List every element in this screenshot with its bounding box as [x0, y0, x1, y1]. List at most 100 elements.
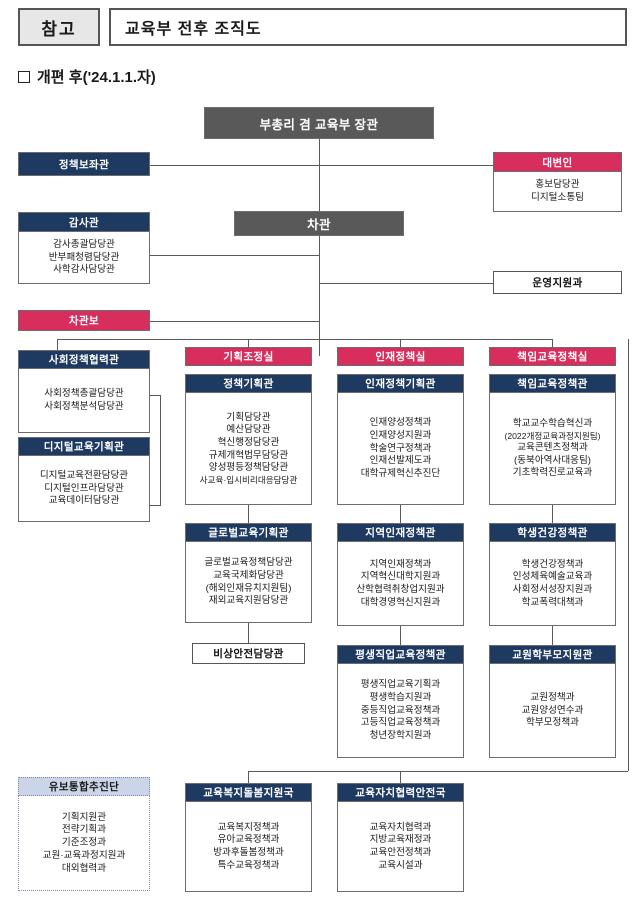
list-item: 교원정책과: [530, 691, 575, 703]
node-responsible-policy[interactable]: 책임교육정책관 학교교수학습혁신과 (2022개정교육과정지원팀) 교육콘텐츠정…: [489, 374, 616, 505]
node-vice-minister[interactable]: 차관: [234, 211, 404, 236]
node-operation-support[interactable]: 운영지원과: [493, 271, 622, 294]
reference-header: 참고 교육부 전후 조직도: [18, 8, 627, 46]
connector-bottom-bus: [248, 771, 628, 772]
node-minister[interactable]: 부총리 겸 교육부 장관: [204, 107, 434, 139]
node-global-education-title: 글로벌교육기획관: [185, 523, 312, 542]
node-talent-planning-items: 인재양성정책과 인재양성지원과 학술연구정책과 인재선발제도과 대학규제혁신추진…: [337, 393, 464, 505]
node-student-health-items: 학생건강정책과 인성체육예술교육과 사회정서성장지원과 학교폭력대책과: [489, 542, 616, 626]
node-yubo-integration-title: 유보통합추진단: [18, 777, 150, 796]
list-item: 규제개혁법무담당관: [208, 449, 289, 461]
list-item: 디지털인프라담당관: [44, 482, 124, 494]
node-responsible-office[interactable]: 책임교육정책실: [489, 347, 616, 366]
node-regional-talent-title: 지역인재정책관: [337, 523, 464, 542]
node-yubo-integration[interactable]: 유보통합추진단 기획지원관 전략기획과 기준조정과 교원·교육과정지원과 대외협…: [18, 777, 150, 891]
node-lifelong-vocational-items: 평생직업교육기획과 평생학습지원과 중등직업교육정책과 고등직업교육정책과 청년…: [337, 664, 464, 758]
connector-drop-social: [57, 339, 58, 350]
list-item: 인재양성정책과: [369, 417, 432, 429]
connector-talent-spine-1: [400, 505, 401, 523]
node-planning-office-title: 기획조정실: [185, 347, 312, 366]
node-talent-office-title: 인재정책실: [337, 347, 464, 366]
connector-drop-talent: [400, 339, 401, 350]
document-title: 교육부 전후 조직도: [109, 8, 627, 46]
list-item: 양성평등정책담당관: [208, 462, 289, 474]
node-policy-planning[interactable]: 정책기획관 기획담당관 예산담당관 혁신행정담당관 규제개혁법무담당관 양성평등…: [185, 374, 312, 505]
node-planning-office[interactable]: 기획조정실: [185, 347, 312, 366]
list-item: 학부모정책과: [526, 717, 579, 729]
connector-vice-trunk: [319, 236, 320, 356]
list-item: 학교폭력대책과: [521, 596, 584, 608]
node-lifelong-vocational[interactable]: 평생직업교육정책관 평생직업교육기획과 평생학습지원과 중등직업교육정책과 고등…: [337, 645, 464, 758]
list-item: 기획담당관: [226, 411, 271, 423]
list-item: 인성체육예술교육과: [512, 571, 593, 583]
list-item: (동북아역사대응팀): [514, 454, 591, 466]
list-item: 재외교육지원담당관: [208, 595, 289, 607]
node-deputy-minister[interactable]: 차관보: [18, 310, 150, 331]
node-policy-aide-title: 정책보좌관: [18, 152, 150, 176]
list-item: 지역인재정책과: [369, 558, 432, 570]
list-item: 기준조정과: [61, 837, 107, 849]
node-responsible-policy-items: 학교교수학습혁신과 (2022개정교육과정지원팀) 교육콘텐츠정책과 (동북아역…: [489, 393, 616, 505]
node-social-policy[interactable]: 사회정책협력관 사회정책총괄담당관 사회정책분석담당관: [18, 350, 150, 433]
list-item: 인재선발제도과: [369, 455, 432, 467]
node-audit[interactable]: 감사관 감사총괄담당관 반부패청렴담당관 사학감사담당관: [18, 212, 150, 284]
node-emergency-safety[interactable]: 비상안전담당관: [192, 643, 305, 664]
list-item: 특수교육정책과: [217, 859, 280, 871]
node-responsible-office-title: 책임교육정책실: [489, 347, 616, 366]
node-global-education[interactable]: 글로벌교육기획관 글로벌교육정책담당관 교육국제화담당관 (해외인재유치지원팀)…: [185, 523, 312, 623]
connector-social-stub: [150, 395, 161, 396]
node-digital-education[interactable]: 디지털교육기획관 디지털교육전환담당관 디지털인프라담당관 교육데이터담당관: [18, 437, 150, 522]
list-item: 사회정책분석담당관: [44, 401, 124, 412]
list-item: 디지털교육전환담당관: [39, 469, 129, 481]
list-item: 글로벌교육정책담당관: [204, 557, 293, 569]
connector-drop-autonomy: [400, 771, 401, 783]
list-item: 기획지원관: [61, 811, 107, 823]
list-item: 대학규제혁신추진단: [360, 468, 441, 480]
list-item: 반부패청렴담당관: [48, 251, 120, 263]
node-education-autonomy[interactable]: 교육자치협력안전국 교육자치협력과 지방교육재정과 교육안전정책과 교육시설과: [337, 783, 464, 892]
connector-audit: [150, 255, 319, 256]
connector-planning-spine-1: [248, 505, 249, 523]
list-item: (해외인재유치지원팀): [205, 582, 292, 594]
node-regional-talent-items: 지역인재정책과 지역혁신대학지원과 산학협력취창업지원과 대학경영혁신지원과: [337, 542, 464, 626]
connector-talent-spine-2: [400, 626, 401, 645]
node-responsible-policy-title: 책임교육정책관: [489, 374, 616, 393]
list-item: 혁신행정담당관: [217, 436, 280, 448]
node-education-autonomy-items: 교육자치협력과 지방교육재정과 교육안전정책과 교육시설과: [337, 802, 464, 892]
list-item: 교육국제화담당관: [213, 569, 284, 581]
connector-digital-stub: [150, 505, 161, 506]
node-social-policy-items: 사회정책총괄담당관 사회정책분석담당관: [18, 369, 150, 433]
node-student-health[interactable]: 학생건강정책관 학생건강정책과 인성체육예술교육과 사회정서성장지원과 학교폭력…: [489, 523, 616, 626]
connector-deputy: [150, 321, 319, 322]
node-minister-title: 부총리 겸 교육부 장관: [204, 107, 434, 139]
list-item: 유아교육정책과: [217, 834, 280, 846]
connector-drop-planning: [248, 339, 249, 350]
list-item: 교육자치협력과: [369, 821, 432, 833]
bullet-square-icon: [18, 70, 30, 83]
list-item: 사회정책총괄담당관: [44, 388, 124, 400]
node-teacher-parent-support-title: 교원학부모지원관: [489, 645, 616, 664]
node-teacher-parent-support[interactable]: 교원학부모지원관 교원정책과 교원양성연수과 학부모정책과: [489, 645, 616, 758]
node-audit-items: 감사총괄담당관 반부패청렴담당관 사학감사담당관: [18, 232, 150, 284]
node-spokesperson[interactable]: 대변인 홍보담당관 디지털소통팀: [493, 152, 622, 212]
list-item: 예산담당관: [226, 424, 271, 436]
list-item: 학술연구정책과: [369, 442, 432, 454]
list-item: 중등직업교육정책과: [360, 704, 441, 716]
list-item: 고등직업교육정책과: [360, 717, 441, 729]
node-talent-office[interactable]: 인재정책실: [337, 347, 464, 366]
node-digital-education-items: 디지털교육전환담당관 디지털인프라담당관 교육데이터담당관: [18, 456, 150, 522]
node-spokesperson-items: 홍보담당관 디지털소통팀: [493, 172, 622, 212]
node-education-welfare[interactable]: 교육복지돌봄지원국 교육복지정책과 유아교육정책과 방과후돌봄정책과 특수교육정…: [185, 783, 312, 892]
list-item: 평생직업교육기획과: [360, 679, 441, 691]
node-policy-aide[interactable]: 정책보좌관: [18, 152, 150, 176]
node-talent-planning[interactable]: 인재정책기획관 인재양성정책과 인재양성지원과 학술연구정책과 인재선발제도과 …: [337, 374, 464, 505]
list-item: 교육시설과: [378, 859, 423, 871]
node-student-health-title: 학생건강정책관: [489, 523, 616, 542]
list-item: 대학경영혁신지원과: [360, 596, 441, 608]
list-item: 교원·교육과정지원과: [42, 849, 126, 861]
node-audit-title: 감사관: [18, 212, 150, 232]
list-item: 사학감사담당관: [53, 264, 115, 276]
node-global-education-items: 글로벌교육정책담당관 교육국제화담당관 (해외인재유치지원팀) 재외교육지원담당…: [185, 542, 312, 623]
node-deputy-minister-title: 차관보: [18, 310, 150, 331]
node-regional-talent[interactable]: 지역인재정책관 지역인재정책과 지역혁신대학지원과 산학협력취창업지원과 대학경…: [337, 523, 464, 626]
